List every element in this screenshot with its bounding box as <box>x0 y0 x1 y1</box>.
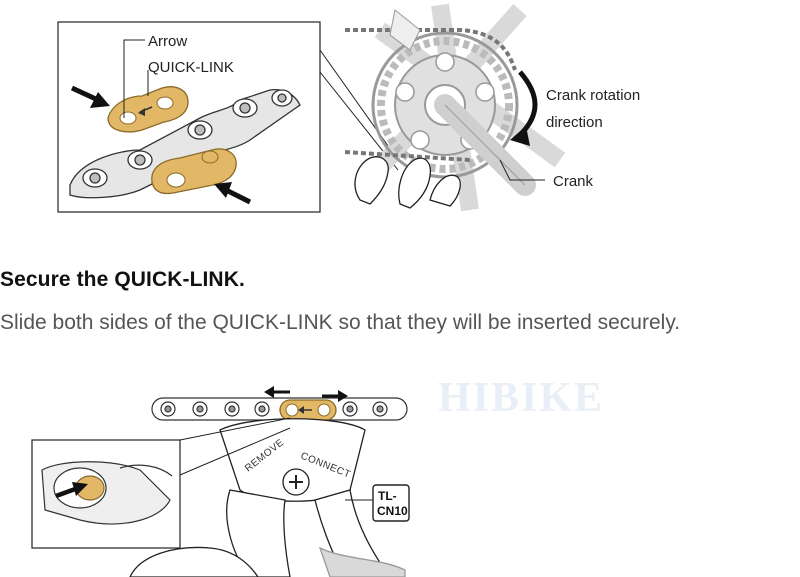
detail-leader-line <box>179 417 291 441</box>
tool-model-line1: TL- <box>378 489 397 503</box>
detail-leader-line <box>179 427 291 476</box>
step-title: Secure the QUICK-LINK. <box>0 268 245 291</box>
watermark: HIBIKE <box>438 375 605 421</box>
crank-rotation-arrow-icon <box>510 70 538 146</box>
insert-arrow-left-icon <box>70 85 110 108</box>
inset-leader-line <box>319 49 399 161</box>
callout-quicklink-label: QUICK-LINK <box>148 59 234 76</box>
quicklink-upper-plate <box>107 86 189 133</box>
callout-arrow-label: Arrow <box>148 33 187 50</box>
crank-callout-line <box>499 159 545 181</box>
slide-arrow-right-icon <box>322 390 348 402</box>
quicklink-lower-plate <box>151 148 237 195</box>
chain-closeup <box>69 89 301 199</box>
quicklink-installation-illustration: Arrow QUICK-LINK <box>57 3 640 213</box>
slide-arrow-left-icon <box>264 386 290 398</box>
hand-illustration <box>129 546 259 577</box>
tool-model-line2: CN10 <box>377 504 408 518</box>
tool-model-badge <box>372 484 410 522</box>
insert-arrow-right-icon <box>214 182 252 205</box>
chain-tool-illustration: REMOVE CONNECT TL- CN10 <box>31 386 410 577</box>
step-description: Slide both sides of the QUICK-LINK so th… <box>0 311 681 334</box>
crank-rotation-label-line2: direction <box>546 114 603 131</box>
quicklink-on-chain <box>279 399 337 421</box>
arrow-callout-line <box>123 39 145 118</box>
crankset-illustration <box>344 3 566 212</box>
crank-label: Crank <box>553 173 594 190</box>
chain-tool-head <box>219 418 406 577</box>
crank-rotation-label-line1: Crank rotation <box>546 87 640 104</box>
detail-push-arrow-icon <box>55 482 88 499</box>
